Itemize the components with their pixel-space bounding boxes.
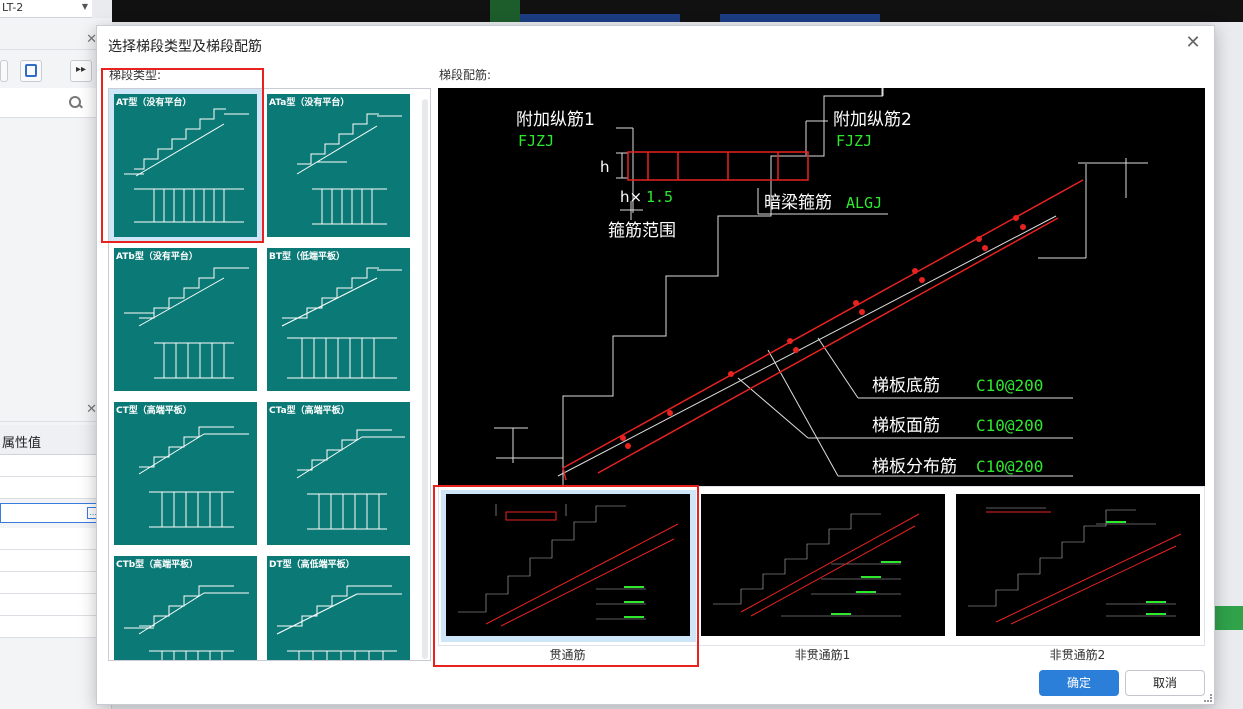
stair-type-name: DT型（高低端平板） [269, 560, 355, 570]
stair-type-diagram [124, 108, 249, 223]
range-formula: h× [620, 188, 642, 206]
left-side-panel: ✕ ▸▸ ✕ 属性值 … [0, 18, 112, 709]
stair-type-cta[interactable]: CTa型（高端平板） [262, 397, 415, 551]
property-header: 属性值 [0, 425, 112, 455]
variant-label-continuous[interactable]: 贯通筋 [549, 648, 586, 662]
stair-type-name: CTa型（高端平板） [269, 406, 350, 416]
ok-button[interactable]: 确定 [1039, 670, 1119, 696]
dialog-title: 选择梯段类型及梯段配筋 [108, 39, 262, 55]
dist-rebar-value: C10@200 [976, 457, 1043, 476]
scrollbar[interactable] [422, 99, 428, 659]
variant-continuous[interactable] [441, 490, 696, 642]
view-icon[interactable] [20, 60, 42, 82]
stair-type-diagram [281, 267, 402, 379]
search-icon[interactable] [69, 96, 83, 110]
stair-type-bt[interactable]: BT型（低端平板） [262, 243, 415, 397]
resize-grip[interactable] [1204, 694, 1212, 702]
height-label: h [600, 158, 610, 176]
variant-diagram [713, 513, 920, 617]
toolbar-button[interactable] [0, 60, 8, 82]
extra-rebar-2-code: FJZJ [836, 132, 872, 150]
rebar-diagram: 附加纵筋1 FJZJ 附加纵筋2 FJZJ h h× 1.5 箍筋范围 暗梁箍筋… [494, 88, 1148, 488]
stair-type-ctb[interactable]: CTb型（高端平板） [109, 551, 262, 660]
cancel-button[interactable]: 取消 [1125, 670, 1205, 696]
stair-type-dt[interactable]: DT型（高低端平板） [262, 551, 415, 660]
status-indicator [1213, 606, 1243, 630]
stair-type-label: 梯段类型: [109, 68, 162, 82]
stair-type-dialog: 选择梯段类型及梯段配筋 ✕ 梯段类型: 梯段配筋: AT型（没有平台） ATa型… [96, 25, 1215, 705]
chevron-down-icon: ▼ [81, 2, 88, 11]
variant-diagram [458, 504, 679, 627]
bottom-rebar-value: C10@200 [976, 376, 1043, 395]
stair-type-at[interactable]: AT型（没有平台） [109, 89, 262, 243]
stair-type-ata[interactable]: ATa型（没有平台） [262, 89, 415, 243]
dist-rebar-label: 梯板分布筋 [872, 457, 957, 477]
component-combo-value: LT-2 [2, 1, 24, 14]
extra-rebar-2-label: 附加纵筋2 [833, 110, 912, 130]
top-rebar-value: C10@200 [976, 416, 1043, 435]
hidden-beam-stirrup-label: 暗梁箍筋 [764, 193, 832, 213]
drawing-canvas-strip [112, 0, 1243, 22]
variant-label-noncontinuous-1[interactable]: 非贯通筋1 [794, 648, 851, 662]
stair-type-name: CTb型（高端平板） [116, 560, 199, 570]
stair-type-diagram [276, 585, 402, 660]
stair-type-atb[interactable]: ATb型（没有平台） [109, 243, 262, 397]
extra-rebar-1-code: FJZJ [518, 132, 554, 150]
stair-type-name: CT型（高端平板） [116, 406, 192, 416]
close-icon[interactable]: ✕ [86, 402, 97, 417]
close-icon[interactable]: ✕ [86, 32, 97, 47]
rebar-variant-strip [438, 486, 1205, 646]
variant-noncontinuous-1[interactable] [696, 490, 951, 642]
stirrup-range-label: 箍筋范围 [608, 221, 676, 241]
top-rebar-label: 梯板面筋 [872, 416, 940, 436]
variant-label-noncontinuous-2[interactable]: 非贯通筋2 [1049, 648, 1106, 662]
stair-type-ct[interactable]: CT型（高端平板） [109, 397, 262, 551]
stair-type-diagram [124, 267, 249, 379]
property-value-header: 属性值 [2, 436, 42, 451]
bottom-rebar-label: 梯板底筋 [872, 376, 940, 396]
close-icon[interactable]: ✕ [1185, 32, 1201, 53]
stair-type-diagram [296, 113, 402, 225]
rebar-label: 梯段配筋: [439, 68, 492, 82]
component-combo[interactable]: LT-2 ▼ [0, 0, 92, 18]
extra-rebar-1-label: 附加纵筋1 [516, 110, 595, 130]
stair-type-diagram [296, 429, 405, 530]
hidden-beam-code: ALGJ [846, 194, 882, 212]
stair-type-name: AT型（没有平台） [116, 98, 192, 108]
expand-icon[interactable]: ▸▸ [70, 60, 92, 82]
stair-type-name: ATb型（没有平台） [116, 252, 198, 262]
stair-type-list[interactable]: AT型（没有平台） ATa型（没有平台） ATb型（没有平台） BT型（低端平板… [108, 88, 431, 661]
stair-type-diagram [124, 585, 249, 660]
range-factor: 1.5 [646, 188, 673, 206]
stair-type-name: BT型（低端平板） [269, 252, 345, 262]
rebar-preview: 附加纵筋1 FJZJ 附加纵筋2 FJZJ h h× 1.5 箍筋范围 暗梁箍筋… [438, 88, 1205, 488]
property-field[interactable]: … [0, 503, 102, 523]
stair-type-name: ATa型（没有平台） [269, 98, 350, 108]
variant-diagram [968, 507, 1182, 625]
stair-type-diagram [138, 426, 249, 528]
variant-noncontinuous-2[interactable] [951, 490, 1206, 642]
